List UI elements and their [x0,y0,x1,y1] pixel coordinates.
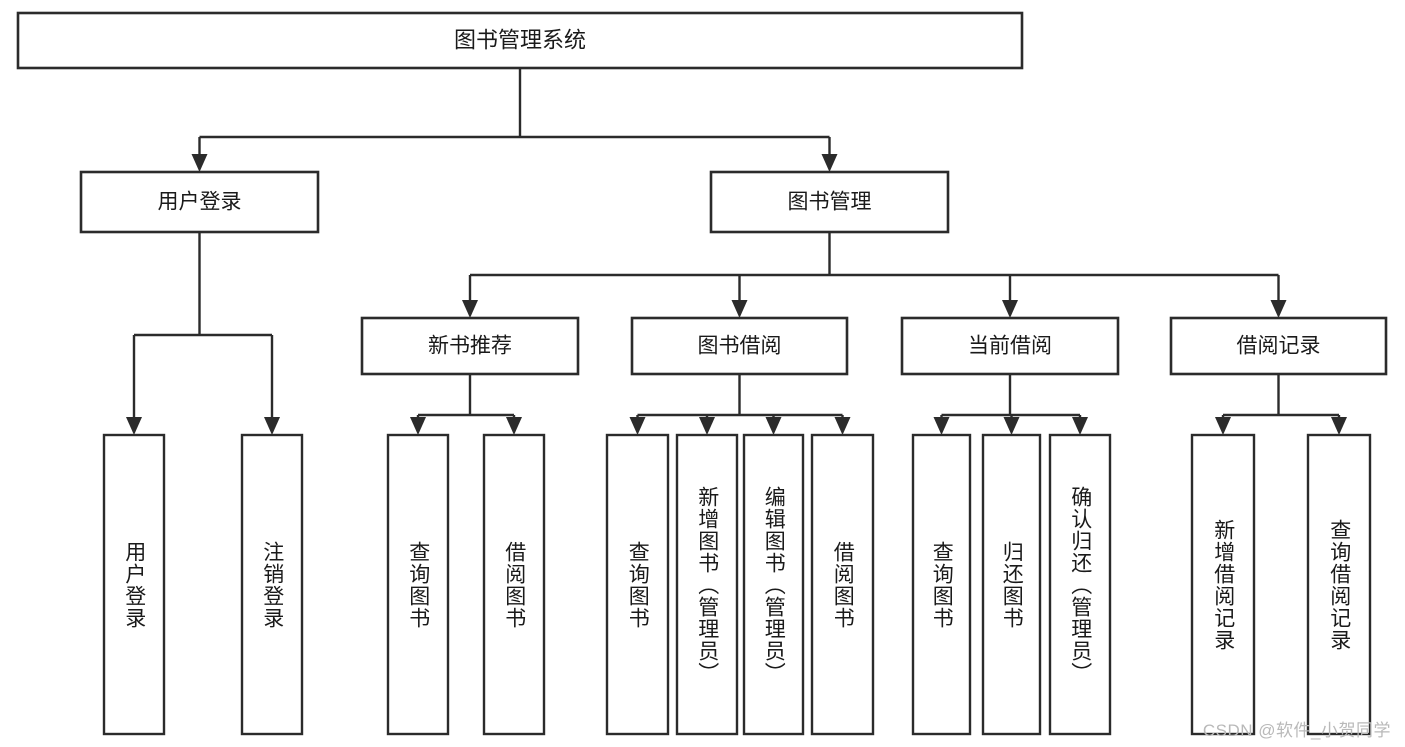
node-label-book-manage: 图书管理 [788,191,872,214]
node-box-leaf-user-logout[interactable] [240,433,304,736]
node-box-current-borrow[interactable] [900,316,1120,376]
arrow-head-icon [629,417,646,435]
node-box-leaf-borrow-book[interactable] [810,433,875,736]
node-label-user-login: 用户登录 [158,191,242,214]
node-box-leaf-query-record[interactable] [1306,433,1372,736]
node-box-book-borrow[interactable] [630,316,849,376]
node-box-new-book-rec[interactable] [360,316,580,376]
node-box-book-manage[interactable] [709,170,950,234]
node-box-leaf-borrow-book-rec[interactable] [482,433,546,736]
arrow-head-icon [933,417,950,435]
node-box-leaf-edit-book[interactable] [742,433,805,736]
node-label-borrow-record: 借阅记录 [1237,335,1321,358]
arrow-head-icon [1331,417,1347,435]
node-box-leaf-query-book-cur[interactable] [911,433,972,736]
arrow-head-icon [699,417,715,435]
node-box-leaf-return-book[interactable] [981,433,1042,736]
node-box-borrow-record[interactable] [1169,316,1388,376]
node-box-leaf-query-book-borrow[interactable] [605,433,670,736]
node-box-root[interactable] [16,11,1024,70]
arrow-head-icon [1002,300,1018,318]
arrow-head-icon [731,300,748,318]
arrow-head-icon [410,417,426,435]
arrow-head-icon [191,154,208,172]
connectors-layer [126,68,1347,435]
csdn-watermark: CSDN @软件_小贺同学 [1202,721,1391,740]
node-box-user-login[interactable] [79,170,320,234]
node-box-leaf-user-login[interactable] [102,433,166,736]
arrow-head-icon [462,300,478,318]
boxes-layer [16,11,1388,736]
arrow-head-icon [765,417,782,435]
node-label-book-borrow: 图书借阅 [698,335,782,358]
arrow-head-icon [264,417,280,435]
node-box-leaf-add-book[interactable] [675,433,739,736]
node-label-new-book-rec: 新书推荐 [428,335,512,358]
arrow-head-icon [126,417,142,435]
arrow-head-icon [1215,417,1231,435]
node-label-root: 图书管理系统 [454,27,586,52]
arrow-head-icon [1003,417,1020,435]
node-box-leaf-confirm-return[interactable] [1048,433,1112,736]
arrow-head-icon [506,417,522,435]
node-box-leaf-query-book-rec[interactable] [386,433,450,736]
node-box-leaf-add-record[interactable] [1190,433,1256,736]
arrow-head-icon [1072,417,1088,435]
arrow-head-icon [1270,300,1287,318]
arrow-head-icon [834,417,851,435]
node-label-current-borrow: 当前借阅 [968,335,1052,358]
arrow-head-icon [821,154,838,172]
